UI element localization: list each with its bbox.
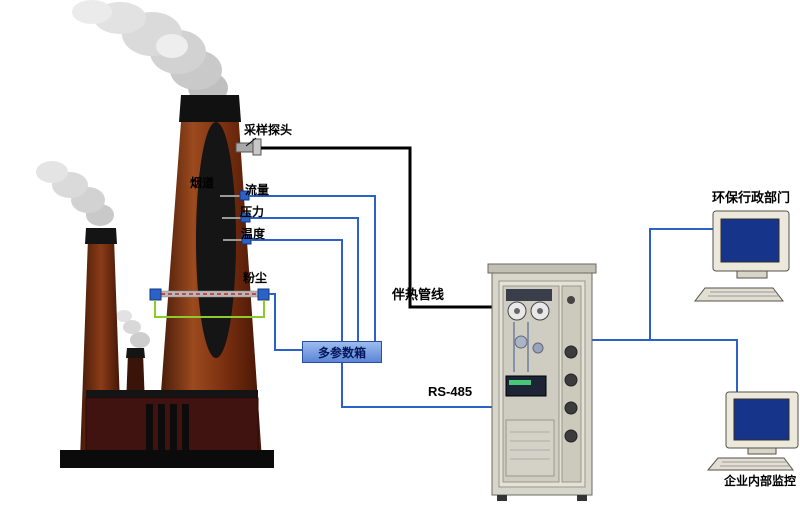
network-lines — [592, 228, 738, 392]
dust-receiver — [257, 288, 270, 301]
computer-enterprise — [706, 391, 799, 471]
dust-monitor — [149, 288, 302, 351]
flue-cutaway — [196, 122, 236, 358]
cabinet-display — [505, 375, 547, 397]
rs485-line — [341, 363, 494, 408]
label-heat-traced-line: 伴热管线 — [392, 287, 445, 302]
label-enterprise-monitor: 企业内部监控 — [724, 474, 797, 488]
ground-base — [60, 450, 274, 468]
sensor-signal-lines — [249, 195, 376, 341]
label-env-authority: 环保行政部门 — [712, 190, 791, 205]
multi-parameter-box: 多参数箱 — [302, 341, 382, 363]
smoke-plume-main — [72, 0, 228, 104]
analyzer-cabinet — [487, 263, 597, 501]
label-rs485: RS-485 — [428, 384, 473, 399]
heat-traced-line — [261, 146, 492, 309]
monitor-stand — [736, 270, 768, 279]
label-sampling-probe: 采样探头 — [244, 123, 293, 137]
monitor-screen — [733, 398, 790, 441]
dust-transmitter — [149, 288, 162, 301]
smoke-plume-left — [36, 161, 114, 226]
keyboard — [706, 457, 794, 471]
computer-env-authority — [693, 210, 790, 302]
monitor-screen — [720, 218, 780, 263]
smoke-plume-small — [116, 310, 150, 348]
main-chimney — [156, 95, 262, 460]
label-flue: 烟道 — [190, 176, 215, 190]
label-pressure: 压力 — [240, 205, 265, 219]
label-flow: 流量 — [245, 183, 270, 197]
label-temperature: 温度 — [241, 227, 266, 241]
monitor-stand — [747, 447, 777, 455]
factory-building — [60, 390, 274, 468]
label-dust: 粉尘 — [243, 271, 268, 285]
keyboard — [693, 287, 785, 302]
